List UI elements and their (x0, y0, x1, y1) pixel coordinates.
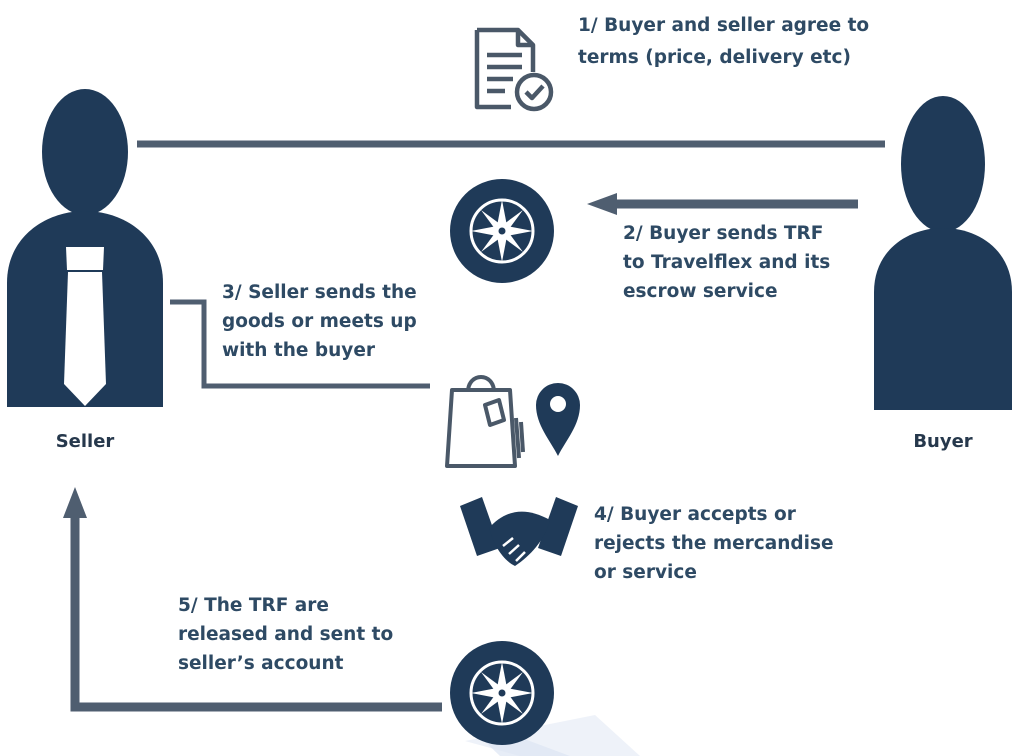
businessman-icon (7, 89, 163, 407)
release-arrow (63, 487, 442, 712)
transfer-arrow (587, 193, 858, 215)
contract-document-icon (474, 27, 554, 112)
buyer-label: Buyer (913, 431, 972, 452)
seller-label: Seller (56, 431, 115, 452)
handshake-icon (460, 497, 578, 566)
delivery-connector (170, 299, 430, 389)
step-2-text: 2/ Buyer sends TRF to Travelflex and its… (623, 223, 837, 302)
step-1-text: 1/ Buyer and seller agree to terms (pric… (578, 15, 876, 68)
person-icon (874, 96, 1012, 410)
shopping-bag-icon (445, 375, 525, 468)
step-4-text: 4/ Buyer accepts or rejects the mercandi… (594, 504, 840, 583)
location-pin-icon (536, 383, 580, 456)
compass-rose-icon (448, 177, 556, 285)
compass-rose-icon (448, 639, 556, 747)
step-5-text: 5/ The TRF are released and sent to sell… (178, 595, 400, 674)
step-3-text: 3/ Seller sends the goods or meets up wi… (222, 282, 423, 361)
